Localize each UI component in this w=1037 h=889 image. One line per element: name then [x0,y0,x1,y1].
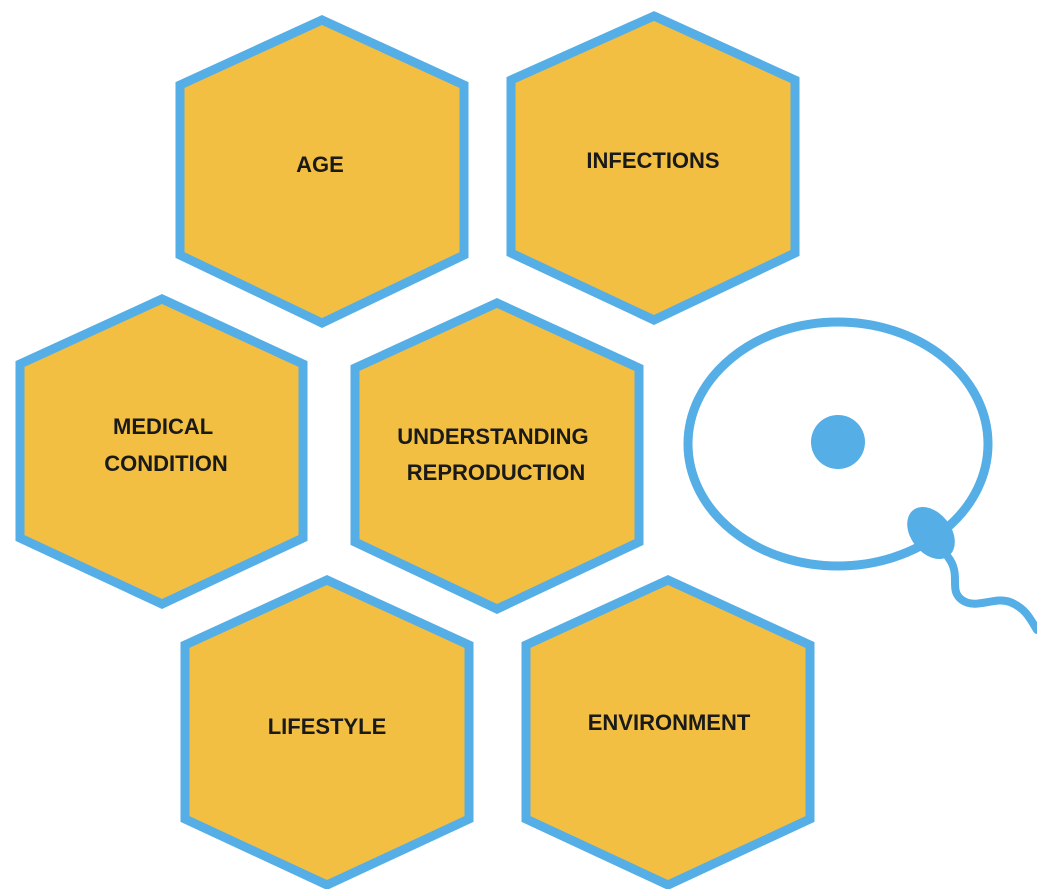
sperm-head [907,507,955,559]
hex-label: MEDICAL CONDITION [104,414,227,476]
hex-label: UNDERSTANDING REPRODUCTION [397,424,595,485]
hex-shape [506,11,800,325]
hex-lifestyle: LIFESTYLE [180,575,474,889]
egg-outline [683,317,993,571]
hex-label: AGE [296,152,344,177]
hex-medical-condition: MEDICAL CONDITION [15,294,308,609]
egg-cell-icon [683,317,993,571]
egg-nucleus [811,415,865,469]
hex-understanding-reproduction: UNDERSTANDING REPRODUCTION [350,298,644,614]
hex-label: INFECTIONS [586,148,719,173]
hex-shape [521,575,815,889]
hex-shape [180,575,474,889]
hex-infections: INFECTIONS [506,11,800,325]
hex-shape [350,298,644,614]
hex-label: ENVIRONMENT [588,710,751,735]
sperm-tail [944,553,1037,634]
sperm-cell-icon [907,507,1037,634]
hex-label: LIFESTYLE [268,714,387,739]
hex-environment: ENVIRONMENT [521,575,815,889]
hex-age: AGE [175,15,469,328]
hex-shape [15,294,308,609]
hex-shape [175,15,469,328]
